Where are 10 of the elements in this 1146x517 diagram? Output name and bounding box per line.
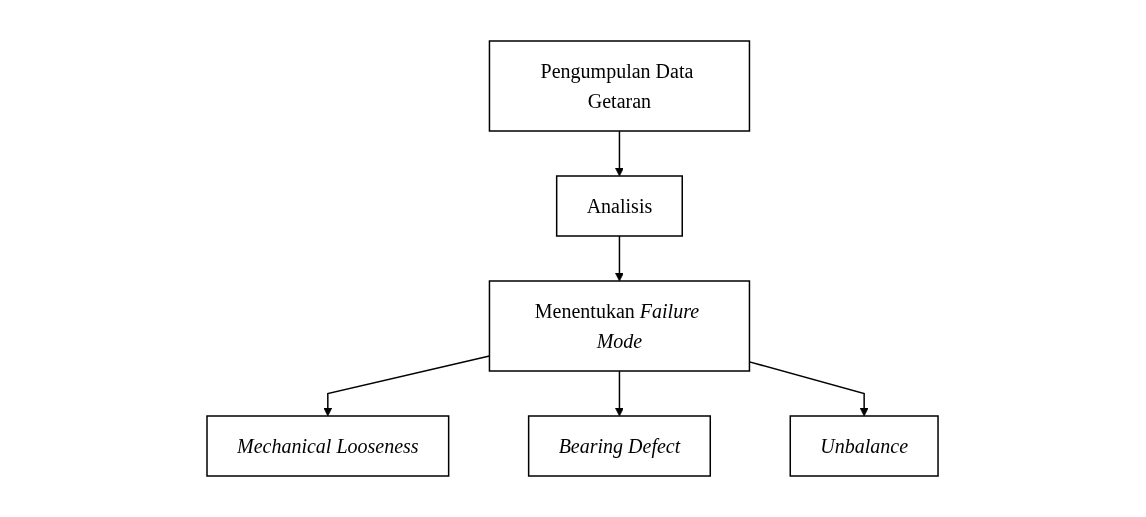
node-box: Analisis <box>556 175 684 237</box>
arrow <box>749 361 870 417</box>
node-box: Unbalance <box>790 415 940 477</box>
arrow <box>615 130 625 177</box>
node-box: Bearing Defect <box>528 415 712 477</box>
node-box: Menentukan Failure Mode <box>489 280 751 372</box>
arrow <box>615 235 625 282</box>
arrow <box>615 370 625 417</box>
node-box: Pengumpulan Data Getaran <box>489 40 751 132</box>
node-box: Mechanical Looseness <box>206 415 450 477</box>
